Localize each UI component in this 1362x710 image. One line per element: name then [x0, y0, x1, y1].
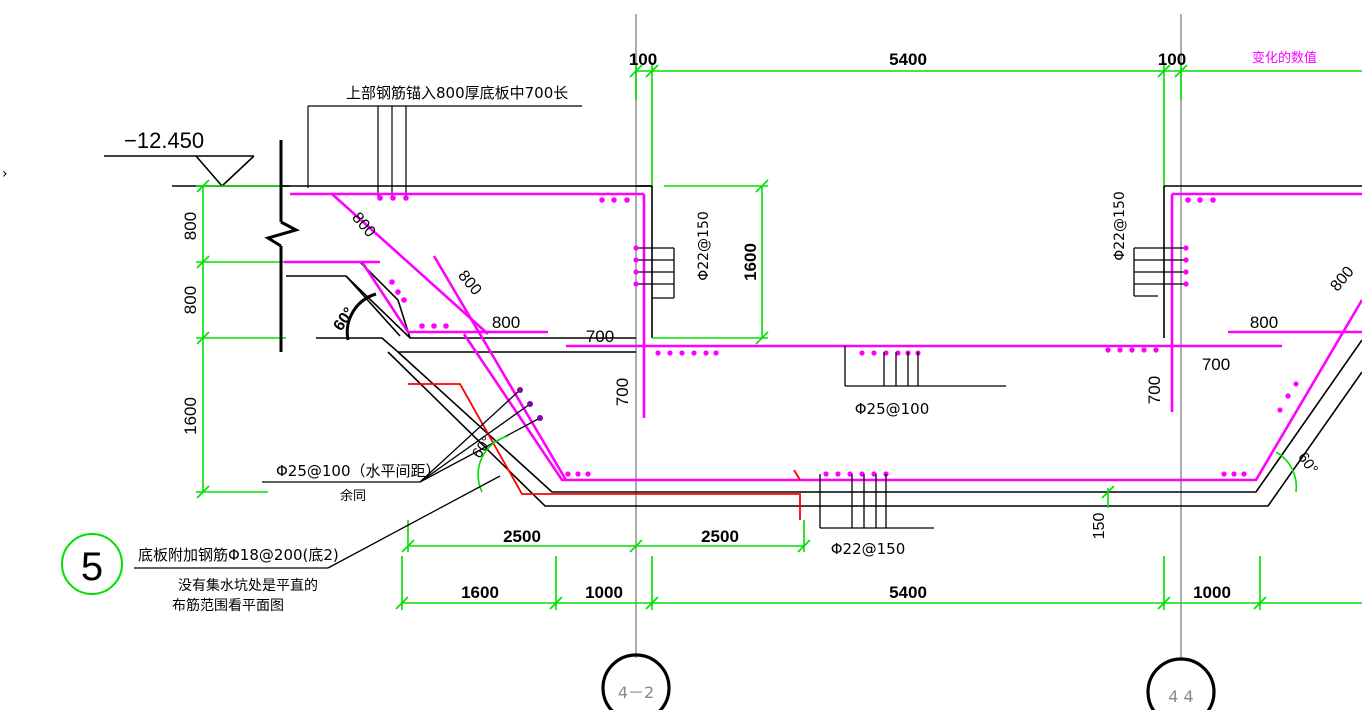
pit-depth-dimension [652, 179, 769, 345]
additional-bottom-rebar [408, 383, 801, 520]
dim-bottom-2500-left: 2500 [503, 527, 541, 546]
vert-label-700-left: 700 [613, 378, 632, 406]
dim-top-5400: 5400 [889, 50, 927, 69]
vert-label-1600-pit: 1600 [741, 243, 760, 281]
vert-label-700-right: 700 [1145, 376, 1164, 404]
elevation-value: −12.450 [124, 128, 204, 153]
note-5-line3: 布筋范围看平面图 [172, 597, 284, 614]
top-slab-rebar-leader [844, 346, 1006, 387]
note-5-line2: 没有集水坑处是平直的 [178, 577, 318, 594]
dim-left-1600: 1600 [181, 397, 200, 435]
break-line-wall [264, 140, 300, 352]
axis-label-4-4: 4 4 [1168, 687, 1193, 706]
angle-label-60-c: 60° [1294, 449, 1321, 477]
note-5-line1: 底板附加钢筋Φ18@200(底2) [138, 546, 339, 564]
bottom-dimension-chain-1 [401, 520, 811, 553]
slope-rebar-leader [262, 387, 543, 483]
left-dimension-chain [196, 179, 286, 499]
dim-bottom-1000-left: 1000 [585, 583, 623, 602]
note-5-number: 5 [81, 545, 103, 589]
slab-thickness-dimension [1101, 485, 1115, 508]
elevation-mark [104, 155, 290, 188]
angle-arc-left-upper [345, 292, 377, 341]
horiz-label-700-right: 700 [1202, 355, 1230, 374]
wall-rebar-leader-right [1133, 245, 1189, 297]
rebar-label-bottom-slab: Φ22@150 [831, 540, 906, 558]
slope-label-800-b: 800 [454, 267, 484, 298]
axis-label-4-2: 4－2 [618, 683, 654, 702]
dim-top-100-left: 100 [629, 50, 657, 69]
angle-arc-left-lower [477, 435, 509, 493]
legend-changed-values: 变化的数值 [1252, 50, 1317, 66]
edge-mark: › [2, 166, 8, 182]
dim-bottom-5400: 5400 [889, 583, 927, 602]
bottom-dimension-chain-2 [395, 556, 1362, 610]
top-dimension-chain [629, 62, 1362, 188]
horiz-label-800-right: 800 [1250, 313, 1278, 332]
vert-label-150: 150 [1091, 513, 1108, 540]
concrete-outline [281, 185, 1362, 507]
rebar-label-slope: Φ25@100（水平间距） [276, 462, 441, 480]
dim-left-800-lower: 800 [181, 286, 200, 314]
rebar-label-wall-right: Φ22@150 [1112, 191, 1128, 261]
top-note-text: 上部钢筋锚入800厚底板中700长 [346, 84, 568, 102]
slope-label-800-c: 800 [1327, 263, 1357, 294]
rebar-label-wall-left: Φ22@150 [696, 211, 712, 281]
dim-bottom-1600: 1600 [461, 583, 499, 602]
dim-bottom-1000-right: 1000 [1193, 583, 1231, 602]
axis-bubble-4-2 [601, 653, 671, 710]
horiz-label-800-left: 800 [492, 313, 520, 332]
horiz-label-700-left: 700 [586, 327, 614, 346]
axis-bubble-4-4 [1146, 657, 1216, 710]
note-5-callout [61, 475, 501, 595]
rebar-dots [377, 195, 1299, 477]
dim-left-800-upper: 800 [181, 212, 200, 240]
wall-rebar-leader-left [633, 245, 675, 299]
rebar-lines [284, 192, 1362, 482]
rebar-label-slope-sub: 余同 [340, 488, 366, 504]
dim-top-100-right: 100 [1158, 50, 1186, 69]
dim-bottom-2500-right: 2500 [701, 527, 739, 546]
rebar-label-top-slab: Φ25@100 [855, 400, 930, 418]
bottom-slab-rebar-leader [819, 474, 934, 529]
angle-arc-right [1275, 451, 1298, 493]
